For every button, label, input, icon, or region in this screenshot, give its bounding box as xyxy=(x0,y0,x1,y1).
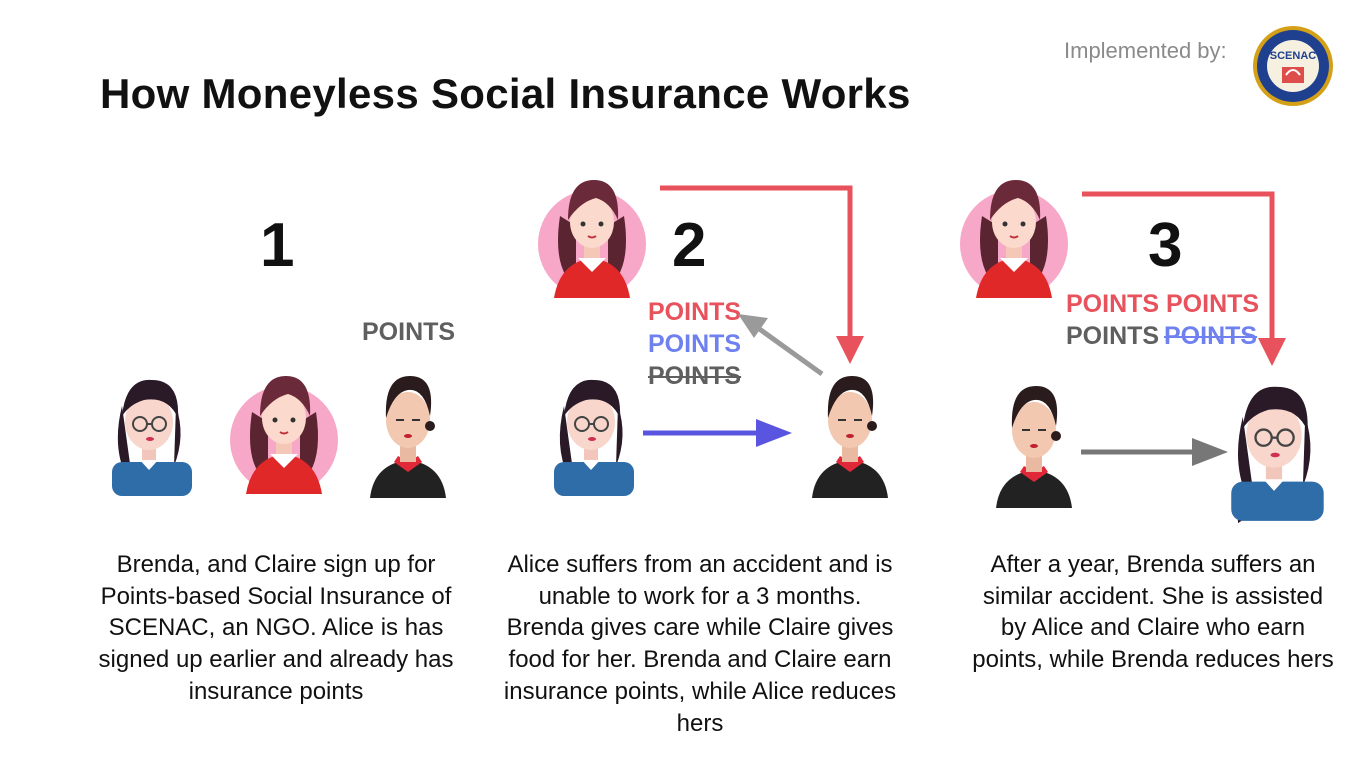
page-title: How Moneyless Social Insurance Works xyxy=(100,70,911,117)
step-2-gray-arrow-icon xyxy=(738,314,824,377)
step-1-description: Brenda, and Claire sign up for Points-ba… xyxy=(98,551,454,705)
step-3-points-gray: POINTS xyxy=(1066,322,1160,350)
person-red-collar-icon xyxy=(812,376,888,498)
person-red-collar-icon xyxy=(370,376,446,498)
step-3-red-arrow-icon xyxy=(1082,191,1286,366)
step-2-points-struck: POINTS xyxy=(648,362,742,390)
person-red-circle-icon xyxy=(230,376,338,494)
person-glasses-icon xyxy=(112,379,192,496)
step-3-points-struck: POINTS xyxy=(1164,322,1258,350)
person-red-circle-icon xyxy=(960,180,1068,298)
step-3-gray-arrow-icon xyxy=(1081,438,1228,466)
step-3-points-red: POINTS POINTS xyxy=(1066,290,1260,318)
step-1-number: 1 xyxy=(260,211,295,280)
step-2-points-blue: POINTS xyxy=(648,330,742,358)
step-2-red-arrow-icon xyxy=(660,185,864,364)
implemented-by-label: Implemented by: xyxy=(1064,38,1227,63)
scenac-logo: SCENAC xyxy=(1252,25,1334,107)
person-glasses-icon xyxy=(1231,386,1324,524)
step-2-description: Alice suffers from an accident and is un… xyxy=(503,551,897,737)
step-1-points: POINTS xyxy=(362,318,456,346)
step-2-number: 2 xyxy=(672,211,707,280)
person-glasses-icon xyxy=(554,379,634,496)
step-2-blue-arrow-icon xyxy=(643,419,792,447)
person-red-circle-icon xyxy=(538,180,646,298)
step-2-points-red: POINTS xyxy=(648,298,742,326)
person-red-collar-icon xyxy=(996,386,1072,508)
logo-text: SCENAC xyxy=(1270,50,1317,62)
step-3-number: 3 xyxy=(1148,211,1183,280)
step-3-description: After a year, Brenda suffers an similar … xyxy=(972,551,1334,674)
